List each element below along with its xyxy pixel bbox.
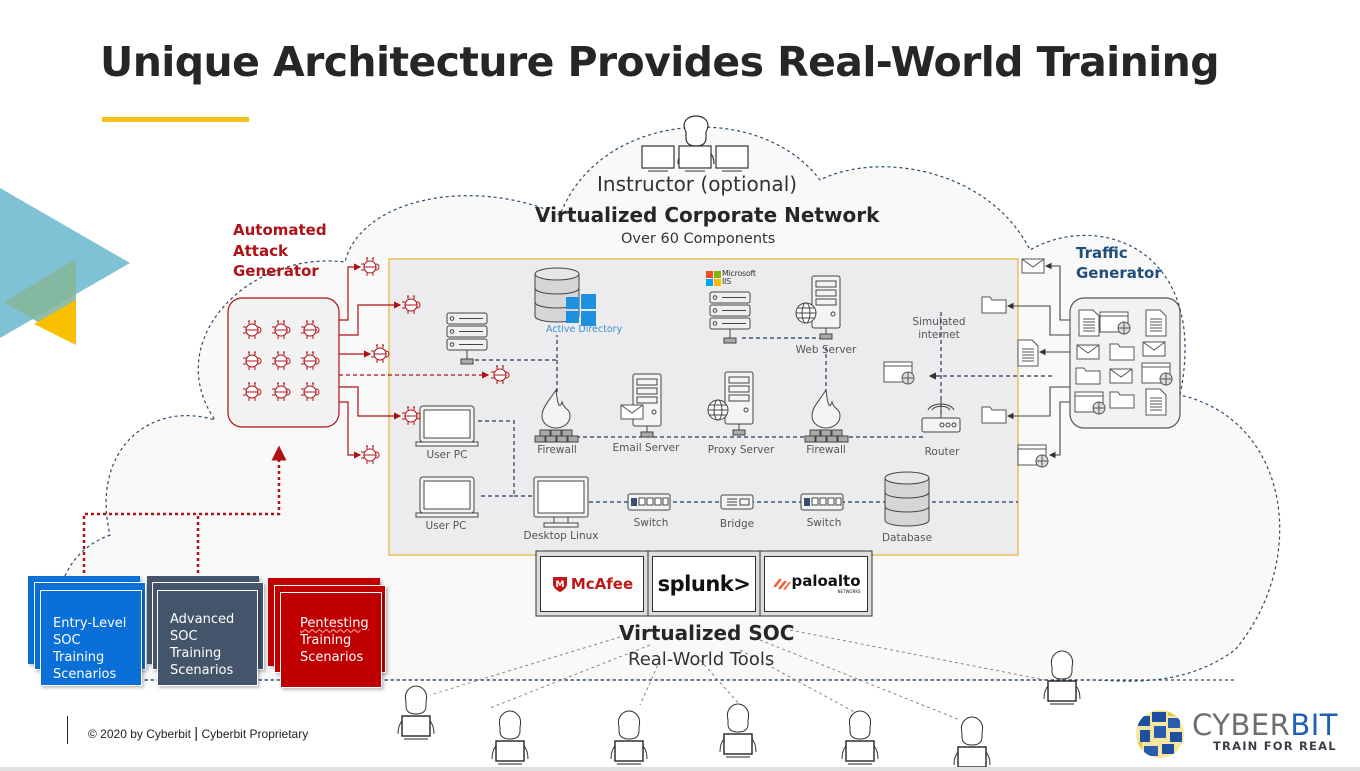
paloalto-sub-label: NETWORKS: [837, 589, 861, 594]
paloalto-logo-icon: [773, 579, 792, 590]
cyberbit-globe-icon: [1136, 710, 1184, 758]
soc-analyst-links: [429, 629, 1046, 721]
paloalto-label: paloalto: [791, 572, 861, 590]
desktop-linux-icon: [533, 476, 589, 528]
router-icon: [921, 398, 961, 433]
scenario-line1: Advanced: [170, 612, 235, 627]
user-pc-1-label: User PC: [426, 449, 468, 461]
traffic-title-line2: Generator: [1076, 264, 1162, 282]
decor-triangle-yellow: [34, 300, 76, 345]
windows-logo-icon: [566, 294, 596, 326]
traffic-web-icon: [1017, 444, 1049, 468]
soc-title: Virtualized SOC: [619, 621, 795, 645]
user-pc-2-label: User PC: [425, 520, 467, 532]
router-label: Router: [924, 446, 960, 458]
internet-label: internet: [918, 329, 960, 341]
mcafee-shield-icon: M: [552, 577, 567, 592]
traffic-doc-icon: [1017, 339, 1039, 367]
switch-1-icon: [627, 493, 671, 511]
paloalto-tool: paloalto NETWORKS: [764, 556, 868, 612]
user-pc-1-icon: [415, 405, 479, 447]
scenario-line3: Scenarios: [300, 650, 364, 665]
mcafee-label: McAfee: [570, 575, 634, 593]
cyberbit-tagline: TRAIN FOR REAL: [1213, 739, 1337, 753]
active-directory-label: Active Directory: [546, 324, 623, 335]
footer-separator: |: [194, 725, 199, 742]
email-server-label: Email Server: [612, 442, 680, 454]
switch-2-icon: [800, 493, 844, 511]
desktop-linux-label: Desktop Linux: [523, 530, 599, 542]
web-page-icon: [883, 361, 915, 385]
footer-copyright: © 2020 by Cyberbit: [88, 727, 191, 741]
corporate-network-title: Virtualized Corporate Network: [535, 203, 880, 227]
splunk-label: splunk>: [657, 572, 751, 596]
traffic-title-line1: Traffic: [1076, 244, 1128, 262]
microsoft-logo-icon: [706, 271, 721, 286]
logo-brand-cyber: CYBER: [1192, 708, 1291, 742]
svg-text:M: M: [555, 580, 564, 590]
scenario-line3: Scenarios: [170, 663, 234, 678]
footer-text: © 2020 by Cyberbit | Cyberbit Proprietar…: [88, 725, 308, 742]
iis-label: IIS: [722, 277, 731, 286]
scenario-card: Advanced SOC Training Scenarios: [157, 590, 258, 686]
attack-title-line3: Generator: [233, 262, 319, 280]
attack-title-line1: Automated: [233, 221, 327, 239]
attack-bug-grid: [242, 320, 320, 402]
attack-generator-title: Automated Attack Generator: [233, 220, 327, 282]
proxy-server-label: Proxy Server: [707, 444, 775, 456]
attack-title-line2: Attack: [233, 241, 288, 260]
scenario-line1: Pentesting: [300, 616, 369, 631]
title-underline: [102, 117, 249, 122]
attack-arrows: [82, 263, 490, 573]
bottom-strip: [0, 767, 1360, 771]
bridge-label: Bridge: [719, 518, 755, 530]
scenario-card: Entry-Level SOC Training Scenarios: [40, 590, 142, 686]
splunk-tool: splunk>: [652, 556, 756, 612]
footer-proprietary: Cyberbit Proprietary: [201, 727, 309, 741]
footer-divider: [67, 716, 68, 744]
traffic-email-icon: [1021, 258, 1045, 274]
microsoft-label: Microsoft: [722, 269, 756, 278]
mcafee-tool: M McAfee: [540, 556, 644, 612]
switch-1-label: Switch: [633, 517, 669, 529]
scenario-line2: SOC Training: [170, 629, 222, 661]
scenario-card: Pentesting Training Scenarios: [280, 592, 382, 688]
database-icon: [884, 471, 930, 527]
user-pc-2-icon: [415, 476, 479, 518]
web-server-label: Web Server: [795, 344, 857, 356]
instructor-icon: [641, 115, 749, 172]
soc-subtitle: Real-World Tools: [628, 649, 775, 670]
scenario-line1: Entry-Level: [53, 616, 127, 631]
slide-title: Unique Architecture Provides Real-World …: [100, 38, 1220, 86]
logo-brand-bit: BIT: [1290, 708, 1338, 742]
scenario-line2: SOC Training: [53, 633, 105, 665]
simulated-label: Simulated: [912, 316, 966, 328]
instructor-label: Instructor (optional): [597, 172, 798, 196]
cyberbit-wordmark: CYBERBIT: [1192, 710, 1338, 740]
scenario-line3: Scenarios: [53, 667, 117, 682]
bridge-icon: [720, 494, 754, 510]
switch-2-label: Switch: [806, 517, 842, 529]
traffic-arrows: [1006, 262, 1070, 459]
firewall-2-label: Firewall: [806, 444, 846, 456]
database-label: Database: [881, 532, 933, 544]
scenario-line2: Training: [300, 633, 352, 648]
traffic-generator-title: Traffic Generator: [1076, 243, 1162, 283]
firewall-1-label: Firewall: [537, 444, 577, 456]
corporate-network-subtitle: Over 60 Components: [621, 231, 776, 247]
